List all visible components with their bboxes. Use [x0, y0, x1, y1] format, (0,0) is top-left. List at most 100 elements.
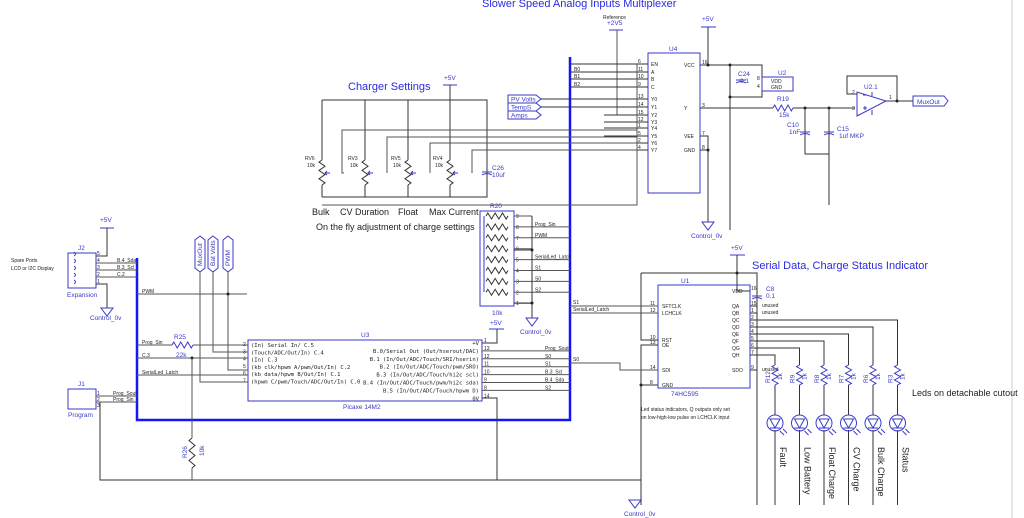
u1-net-latch: SerialLed_Latch [573, 307, 609, 313]
u4-pin-name: Y3 [651, 120, 657, 126]
resistor-r19 [772, 103, 794, 113]
r20-net: S1 [535, 266, 541, 272]
u3-pin-name: (In) Serial In/ C.5 [251, 343, 314, 349]
u3-pin-name: B.2 (In/Out/ADC/Touch/pwm/SRO) [380, 365, 479, 371]
r20-net: S0 [535, 276, 541, 282]
u3-pin-num: 10 [484, 370, 490, 376]
c24-ref: C24 [738, 71, 750, 78]
led-icon [815, 414, 833, 432]
bus [135, 57, 572, 422]
signal-flag: Bat Volts [207, 235, 219, 273]
r20-net: SerialLed_Latch [535, 255, 571, 261]
r20-element [485, 255, 509, 264]
input-port: TempS [507, 102, 604, 112]
u3-pin-num: 6 [243, 371, 246, 377]
u4-pin-num: 6 [638, 59, 641, 65]
svg-text:QF: QF [732, 339, 739, 345]
led-icon [840, 414, 857, 432]
svg-text:RST: RST [662, 338, 672, 344]
u3-net: S2 [545, 385, 551, 391]
svg-text:RV4: RV4 [433, 156, 443, 162]
svg-text:TempS: TempS [511, 105, 532, 112]
svg-text:3: 3 [97, 265, 100, 271]
led-label: Float Charge [827, 447, 837, 499]
j2-net: B.4_Sda [117, 258, 136, 264]
leds-note: Leds on detachable cutout [912, 388, 1018, 398]
svg-text:PV Volts: PV Volts [511, 97, 536, 104]
ground-label: Control_0v [691, 233, 723, 240]
svg-text:11: 11 [650, 301, 655, 307]
svg-text:QH: QH [732, 353, 740, 359]
u3-pin-num: 9 [484, 378, 487, 384]
r20-net: Prog_Sin [535, 222, 556, 228]
led-label: CV Charge [852, 447, 862, 492]
resistor [795, 364, 804, 386]
u4-pin-name: Y5 [651, 134, 657, 140]
u4-pin-num: 13 [638, 94, 644, 100]
svg-text:5: 5 [97, 251, 100, 257]
unused-label: unused [762, 303, 779, 309]
spare-ports-note-2: LCD or I2C Display [11, 266, 54, 272]
u3-pin-name: +V [472, 341, 479, 347]
svg-text:SDI: SDI [662, 368, 670, 374]
u3-pin-num: 11 [484, 362, 489, 368]
u2-power: U2 VDD GND 8 4 [757, 70, 794, 92]
u3-pin-num: 8 [484, 385, 487, 391]
svg-text:J1: J1 [78, 381, 85, 388]
charger-vcc-label: +5V [444, 75, 456, 82]
svg-text:1: 1 [97, 391, 100, 397]
u3-pin-name: B.4 (In/Out/ADC/Touch/pwm/hi2c sda) [363, 381, 479, 387]
svg-text:6: 6 [751, 343, 754, 349]
svg-text:3: 3 [751, 322, 754, 328]
svg-text:3: 3 [97, 403, 100, 409]
svg-text:RV6: RV6 [305, 156, 315, 162]
svg-text:10k: 10k [350, 163, 359, 169]
svg-text:12: 12 [650, 308, 656, 314]
pot-label: CV Duration [340, 207, 389, 217]
u3-pin-name: B.1 (In/Out/ADC/Touch/SRI/hserin) [370, 357, 479, 363]
left-net: Prog_Sin [142, 340, 163, 346]
charger-caption: On the fly adjustment of charge settings [316, 222, 475, 232]
svg-text:1k: 1k [826, 372, 833, 380]
svg-text:7: 7 [516, 236, 519, 242]
u3-net: B.4_Sda [545, 378, 564, 384]
svg-text:3: 3 [516, 279, 519, 285]
u3-pin-num: 4 [243, 357, 246, 363]
u3-pin-name: B.3 (In/Out/ADC/Touch/hi2c scl) [376, 373, 479, 379]
r19-value: 15k [779, 112, 790, 119]
u3-pin-name: (Touch/ADC/Out/In) C.4 [251, 350, 325, 356]
mux-title: Slower Speed Analog Inputs Multiplexer [482, 0, 677, 10]
svg-text:U2: U2 [778, 70, 787, 77]
u4-pin-num: 12 [638, 117, 644, 123]
u3-vcc-label: +5V [490, 320, 502, 327]
u1-net-s1: S1 [573, 300, 579, 306]
r20-element [485, 288, 509, 297]
pot-label: Bulk [312, 207, 330, 217]
r20-element [485, 277, 509, 286]
svg-text:R6: R6 [863, 374, 870, 383]
u4-bus-net: B1 [574, 74, 580, 80]
u3-net: Prog_Sout [545, 346, 569, 352]
r26-ref: R26 [182, 446, 189, 458]
ground-icon [701, 221, 715, 231]
svg-text:74HC595: 74HC595 [671, 391, 699, 398]
pot-label: Max Current [429, 207, 479, 217]
j2-vcc-label: +5V [100, 217, 112, 224]
u4-pin-name: Y7 [651, 148, 657, 154]
svg-text:4: 4 [516, 269, 519, 275]
svg-text:15: 15 [751, 301, 757, 307]
u3-pin-name: (kb clk/hpwm A/pwm/Out/In) C.2 [251, 365, 350, 371]
svg-text:4: 4 [97, 258, 100, 264]
svg-text:2: 2 [516, 290, 519, 296]
u4-pin-name: Y4 [651, 126, 657, 132]
resistor [844, 364, 853, 386]
